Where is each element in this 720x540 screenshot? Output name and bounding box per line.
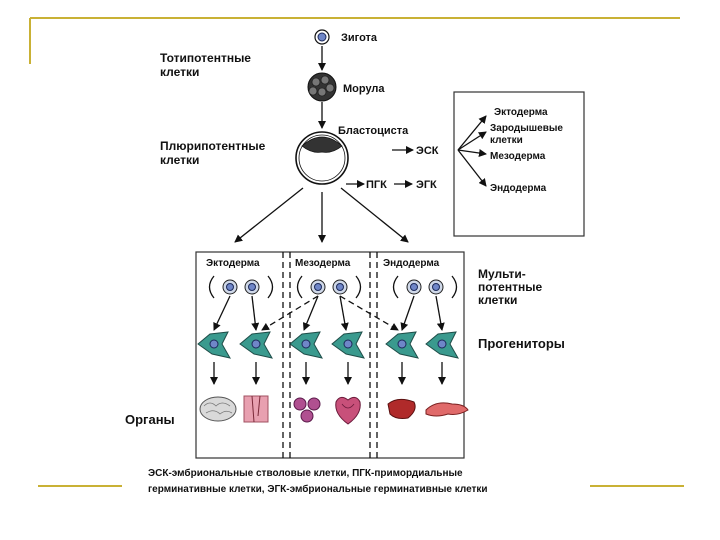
- multipotent-label-line3: клетки: [478, 293, 517, 307]
- box-endoderm-label: Эндодерма: [490, 183, 547, 194]
- egk-label: ЭГК: [416, 179, 437, 191]
- column-ectoderm-label: Эктодерма: [206, 258, 260, 269]
- liver-icon: [387, 398, 416, 419]
- multipotent-label-line1: Мульти-: [478, 267, 526, 281]
- zygote-label: Зигота: [341, 32, 378, 44]
- progenitor-cells-row: [197, 331, 459, 359]
- germ-layer-arrows: [234, 187, 409, 243]
- multipotent-to-progenitor-arrows: [213, 295, 445, 331]
- slide-decoration: [29, 17, 684, 487]
- column-endoderm-label: Эндодерма: [383, 258, 440, 269]
- zygote-cell: [314, 29, 330, 45]
- pluripotent-label-line2: клетки: [160, 153, 199, 167]
- blood-cells-icon: [293, 397, 321, 423]
- progenitors-label: Прогениторы: [478, 336, 565, 351]
- caption-line2: герминативные клетки, ЭГК-эмбриональные …: [148, 483, 488, 495]
- pgk-label: ПГК: [366, 179, 387, 191]
- blastocyst-cell: [295, 131, 349, 185]
- germ-layers-box: [195, 251, 465, 459]
- blastocyst-label: Бластоциста: [338, 125, 409, 137]
- esk-label: ЭСК: [416, 145, 439, 157]
- organs-row: [199, 395, 469, 425]
- progenitor-to-organ-arrows: [210, 362, 446, 385]
- box-germ-label-line2: клетки: [490, 135, 523, 146]
- multipotent-label-line2: потентные: [478, 280, 542, 294]
- multipotent-cells-row: [208, 275, 458, 299]
- box-mesoderm-label: Мезодерма: [490, 151, 546, 162]
- pancreas-icon: [425, 402, 469, 417]
- esk-fan-arrows: [457, 115, 487, 187]
- totipotent-label-line2: клетки: [160, 65, 199, 79]
- morula-cell: [307, 72, 337, 102]
- caption-line1: ЭСК-эмбриональные стволовые клетки, ПГК-…: [148, 467, 463, 479]
- morula-label: Морула: [343, 83, 385, 95]
- box-germ-label-line1: Зародышевые: [490, 123, 563, 134]
- esk-derivatives-box: [453, 91, 585, 237]
- organs-label: Органы: [125, 412, 175, 427]
- heart-icon: [335, 396, 361, 425]
- column-mesoderm-label: Мезодерма: [295, 258, 351, 269]
- skin-icon: [243, 395, 269, 423]
- box-ectoderm-label: Эктодерма: [494, 107, 548, 118]
- pluripotent-label-line1: Плюрипотентные: [160, 139, 266, 153]
- brain-icon: [199, 396, 237, 422]
- totipotent-label-line1: Тотипотентные: [160, 51, 251, 65]
